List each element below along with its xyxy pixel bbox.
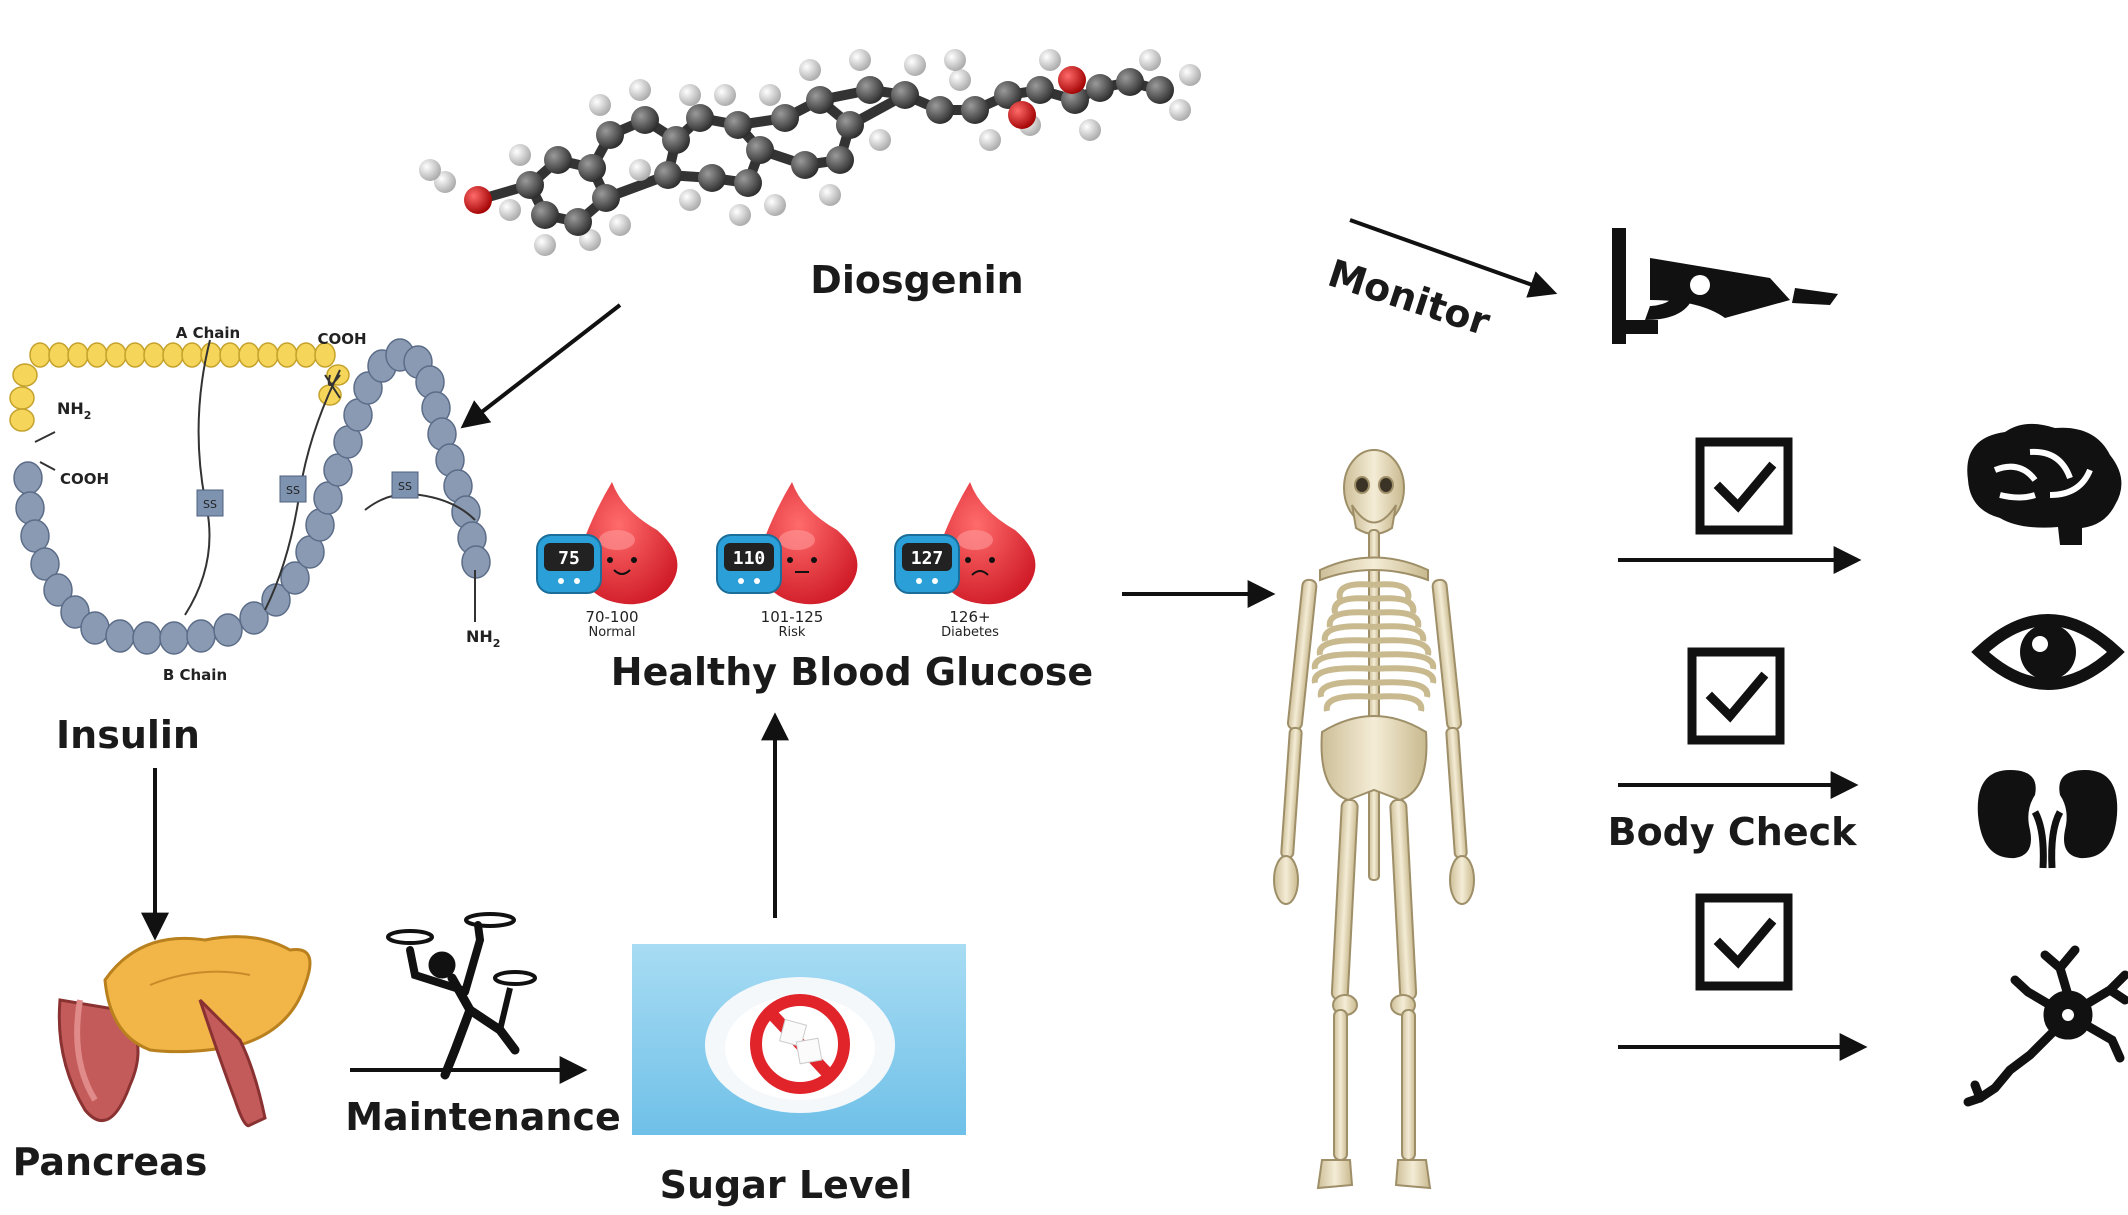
glucose-status: Normal (588, 625, 635, 640)
glucose-reading: 110 (733, 548, 766, 569)
neuron-icon (1963, 945, 2128, 1107)
glucose-reading: 75 (558, 548, 580, 569)
sugar-level-image (632, 944, 966, 1135)
body-check-row-3 (1618, 893, 1868, 1061)
a-chain-label: A Chain (176, 324, 240, 342)
b-chain-label: B Chain (163, 666, 227, 684)
checkbox-checked-icon (1687, 647, 1785, 745)
body-check-row-2 (1618, 647, 1859, 799)
insulin-label: Insulin (56, 713, 200, 757)
glucose-reading: 127 (911, 548, 944, 569)
nh2-label-left: NH2 (57, 399, 91, 422)
eye-icon (1971, 614, 2125, 690)
disulfide-bond-3 (391, 471, 419, 499)
diosgenin-label: Diosgenin (810, 258, 1023, 302)
insulin-structure-image: SS SS SS A Chain B Chain COOH COOH NH2 N… (9, 324, 500, 684)
glucose-status: Diabetes (941, 625, 999, 640)
checkbox-checked-icon (1695, 893, 1793, 991)
svg-text:SS: SS (398, 480, 412, 493)
cooh-label-left: COOH (60, 470, 109, 488)
monitor-label: Monitor (1323, 251, 1496, 345)
glucose-drop-diabetes: 127 126+Diabetes (894, 482, 1036, 640)
checkbox-checked-icon (1695, 437, 1793, 535)
glucose-range: 101-125 (761, 608, 824, 626)
glucose-range: 126+ (949, 608, 990, 626)
body-check-row-1 (1618, 437, 1862, 574)
arrow-diosgenin-to-insulin (460, 303, 622, 429)
a-chain-beads (9, 342, 350, 432)
svg-text:SS: SS (286, 484, 300, 497)
cooh-label-top: COOH (317, 330, 366, 348)
pancreas-image (57, 935, 312, 1128)
brain-icon (1967, 423, 2122, 545)
sugar-level-label: Sugar Level (660, 1163, 913, 1207)
diosgenin-molecule-image (419, 49, 1201, 256)
glucose-range: 70-100 (585, 608, 638, 626)
svg-text:SS: SS (203, 498, 217, 511)
disulfide-bond-1 (196, 489, 224, 517)
kidney-icon (1977, 770, 2118, 869)
maintenance-label: Maintenance (345, 1095, 621, 1139)
skeleton-image (1273, 449, 1475, 1190)
maintenance-figure-icon (386, 912, 537, 1080)
body-check-list (1618, 437, 1868, 1061)
nh2-label-right: NH2 (466, 627, 500, 650)
pancreas-label: Pancreas (13, 1140, 208, 1184)
arrow-to-monitor (1349, 218, 1558, 298)
camera-icon (1612, 228, 1838, 344)
healthy-blood-glucose-label: Healthy Blood Glucose (611, 650, 1093, 694)
disulfide-bond-2 (279, 475, 307, 503)
body-check-label: Body Check (1608, 810, 1858, 854)
glucose-status: Risk (779, 625, 806, 640)
b-chain-beads (13, 338, 491, 655)
